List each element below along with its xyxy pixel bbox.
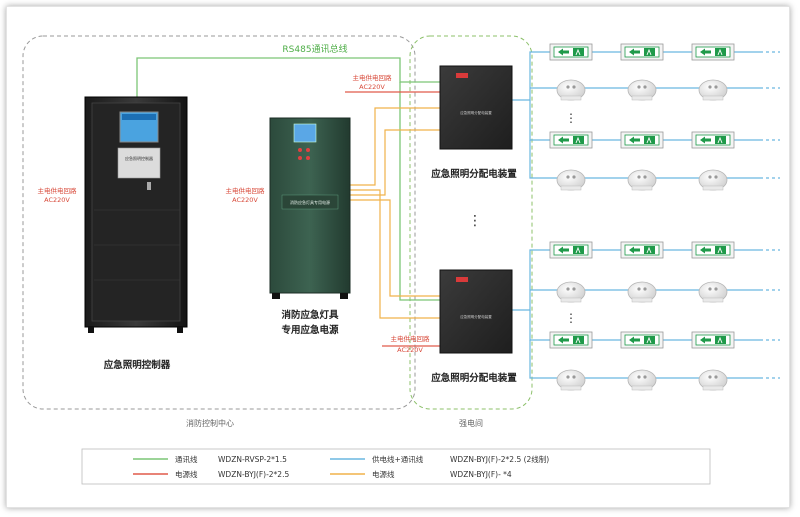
legend: 通讯线 WDZN-RVSP-2*1.5 电源线 WDZN-BYJ(F)-2*2.… xyxy=(81,448,711,485)
power-supply-label-1: 消防应急灯具 xyxy=(281,309,339,321)
emergency-power-supply-cabinet: 消防应急灯具专用电源 xyxy=(269,117,351,299)
exit-sign-icon xyxy=(691,131,735,149)
branch-lines-top xyxy=(512,51,760,179)
vdots-top-fixtures: ⋮ xyxy=(565,111,577,125)
rs485-bus-branch xyxy=(399,82,440,301)
branch-lines-bottom xyxy=(512,249,760,379)
vdots-middle: ⋮ xyxy=(468,213,482,229)
psu-power-line-c xyxy=(350,129,440,196)
exit-sign-icon xyxy=(620,331,664,349)
main-power-label-b-2: AC220V xyxy=(44,196,70,204)
legend-label-1: 电源线 xyxy=(175,469,198,479)
rs485-bus-label: RS485通讯总线 xyxy=(282,43,347,55)
exit-sign-icon xyxy=(549,131,593,149)
emergency-light-icon xyxy=(627,281,657,303)
emergency-light-icon xyxy=(698,169,728,191)
main-power-label-c-1: 主电供电回路 xyxy=(226,186,266,195)
controller-panel xyxy=(117,147,161,179)
controller-label: 应急照明控制器 xyxy=(104,359,171,371)
zone-left-label: 消防控制中心 xyxy=(186,418,234,428)
main-power-label-a-2: AC220V xyxy=(359,83,385,91)
legend-label-3: 电源线 xyxy=(372,469,395,479)
legend-label-2: 供电线+通讯线 xyxy=(372,454,424,464)
main-power-label-d-2: AC220V xyxy=(397,346,423,354)
exit-sign-icon xyxy=(691,241,735,259)
zone-fire-control-center xyxy=(22,35,416,410)
svg-text:应急照明控制器: 应急照明控制器 xyxy=(125,155,153,161)
psu-power-line-b xyxy=(350,189,440,319)
emergency-light-icon xyxy=(698,79,728,101)
exit-sign-icon xyxy=(691,331,735,349)
vdots-bottom-fixtures: ⋮ xyxy=(565,311,577,325)
power-supply-label-2: 专用应急电源 xyxy=(281,324,339,336)
distribution-box-top: 应急照明分配电装置 xyxy=(439,65,513,150)
emergency-light-icon xyxy=(556,281,586,303)
main-power-label-b-1: 主电供电回路 xyxy=(38,186,78,195)
exit-sign-icon xyxy=(691,43,735,61)
exit-sign-icon xyxy=(620,241,664,259)
legend-label-0: 通讯线 xyxy=(175,454,198,464)
emergency-light-icon xyxy=(698,281,728,303)
fixtures-group xyxy=(549,43,735,391)
legend-spec-2: WDZN-BYJ(F)-2*2.5 (2线制) xyxy=(450,454,549,464)
psu-power-line-a xyxy=(350,107,440,186)
psu-screen xyxy=(293,123,317,143)
controller-cabinet: 应急照明控制器 xyxy=(84,96,188,333)
main-power-label-a-1: 主电供电回路 xyxy=(353,73,393,82)
exit-sign-icon xyxy=(549,331,593,349)
legend-spec-3: WDZN-BYJ(F)- *4 xyxy=(450,470,512,479)
legend-spec-1: WDZN-BYJ(F)-2*2.5 xyxy=(218,470,289,479)
exit-sign-icon xyxy=(549,43,593,61)
svg-text:消防应急灯具专用电源: 消防应急灯具专用电源 xyxy=(290,199,330,205)
svg-text:应急照明分配电装置: 应急照明分配电装置 xyxy=(460,314,492,319)
svg-text:应急照明分配电装置: 应急照明分配电装置 xyxy=(460,110,492,115)
exit-sign-icon xyxy=(620,131,664,149)
zone-right-label: 强电间 xyxy=(459,418,483,428)
zone-electrical-room xyxy=(409,35,533,410)
rs485-bus-line xyxy=(136,57,440,97)
exit-sign-icon xyxy=(549,241,593,259)
main-power-label-d-1: 主电供电回路 xyxy=(391,334,431,343)
legend-spec-0: WDZN-RVSP-2*1.5 xyxy=(218,455,287,464)
main-power-label-c-2: AC220V xyxy=(232,196,258,204)
emergency-light-icon xyxy=(556,169,586,191)
distributor-label-bottom: 应急照明分配电装置 xyxy=(431,372,517,384)
emergency-light-icon xyxy=(556,369,586,391)
distribution-box-bottom: 应急照明分配电装置 xyxy=(439,269,513,354)
emergency-light-icon xyxy=(627,169,657,191)
psu-power-line-d xyxy=(350,199,440,297)
emergency-light-icon xyxy=(627,79,657,101)
exit-sign-icon xyxy=(620,43,664,61)
branch-line-dashes xyxy=(760,51,780,379)
emergency-light-icon xyxy=(698,369,728,391)
distributor-label-top: 应急照明分配电装置 xyxy=(431,168,517,180)
emergency-light-icon xyxy=(627,369,657,391)
emergency-light-icon xyxy=(556,79,586,101)
